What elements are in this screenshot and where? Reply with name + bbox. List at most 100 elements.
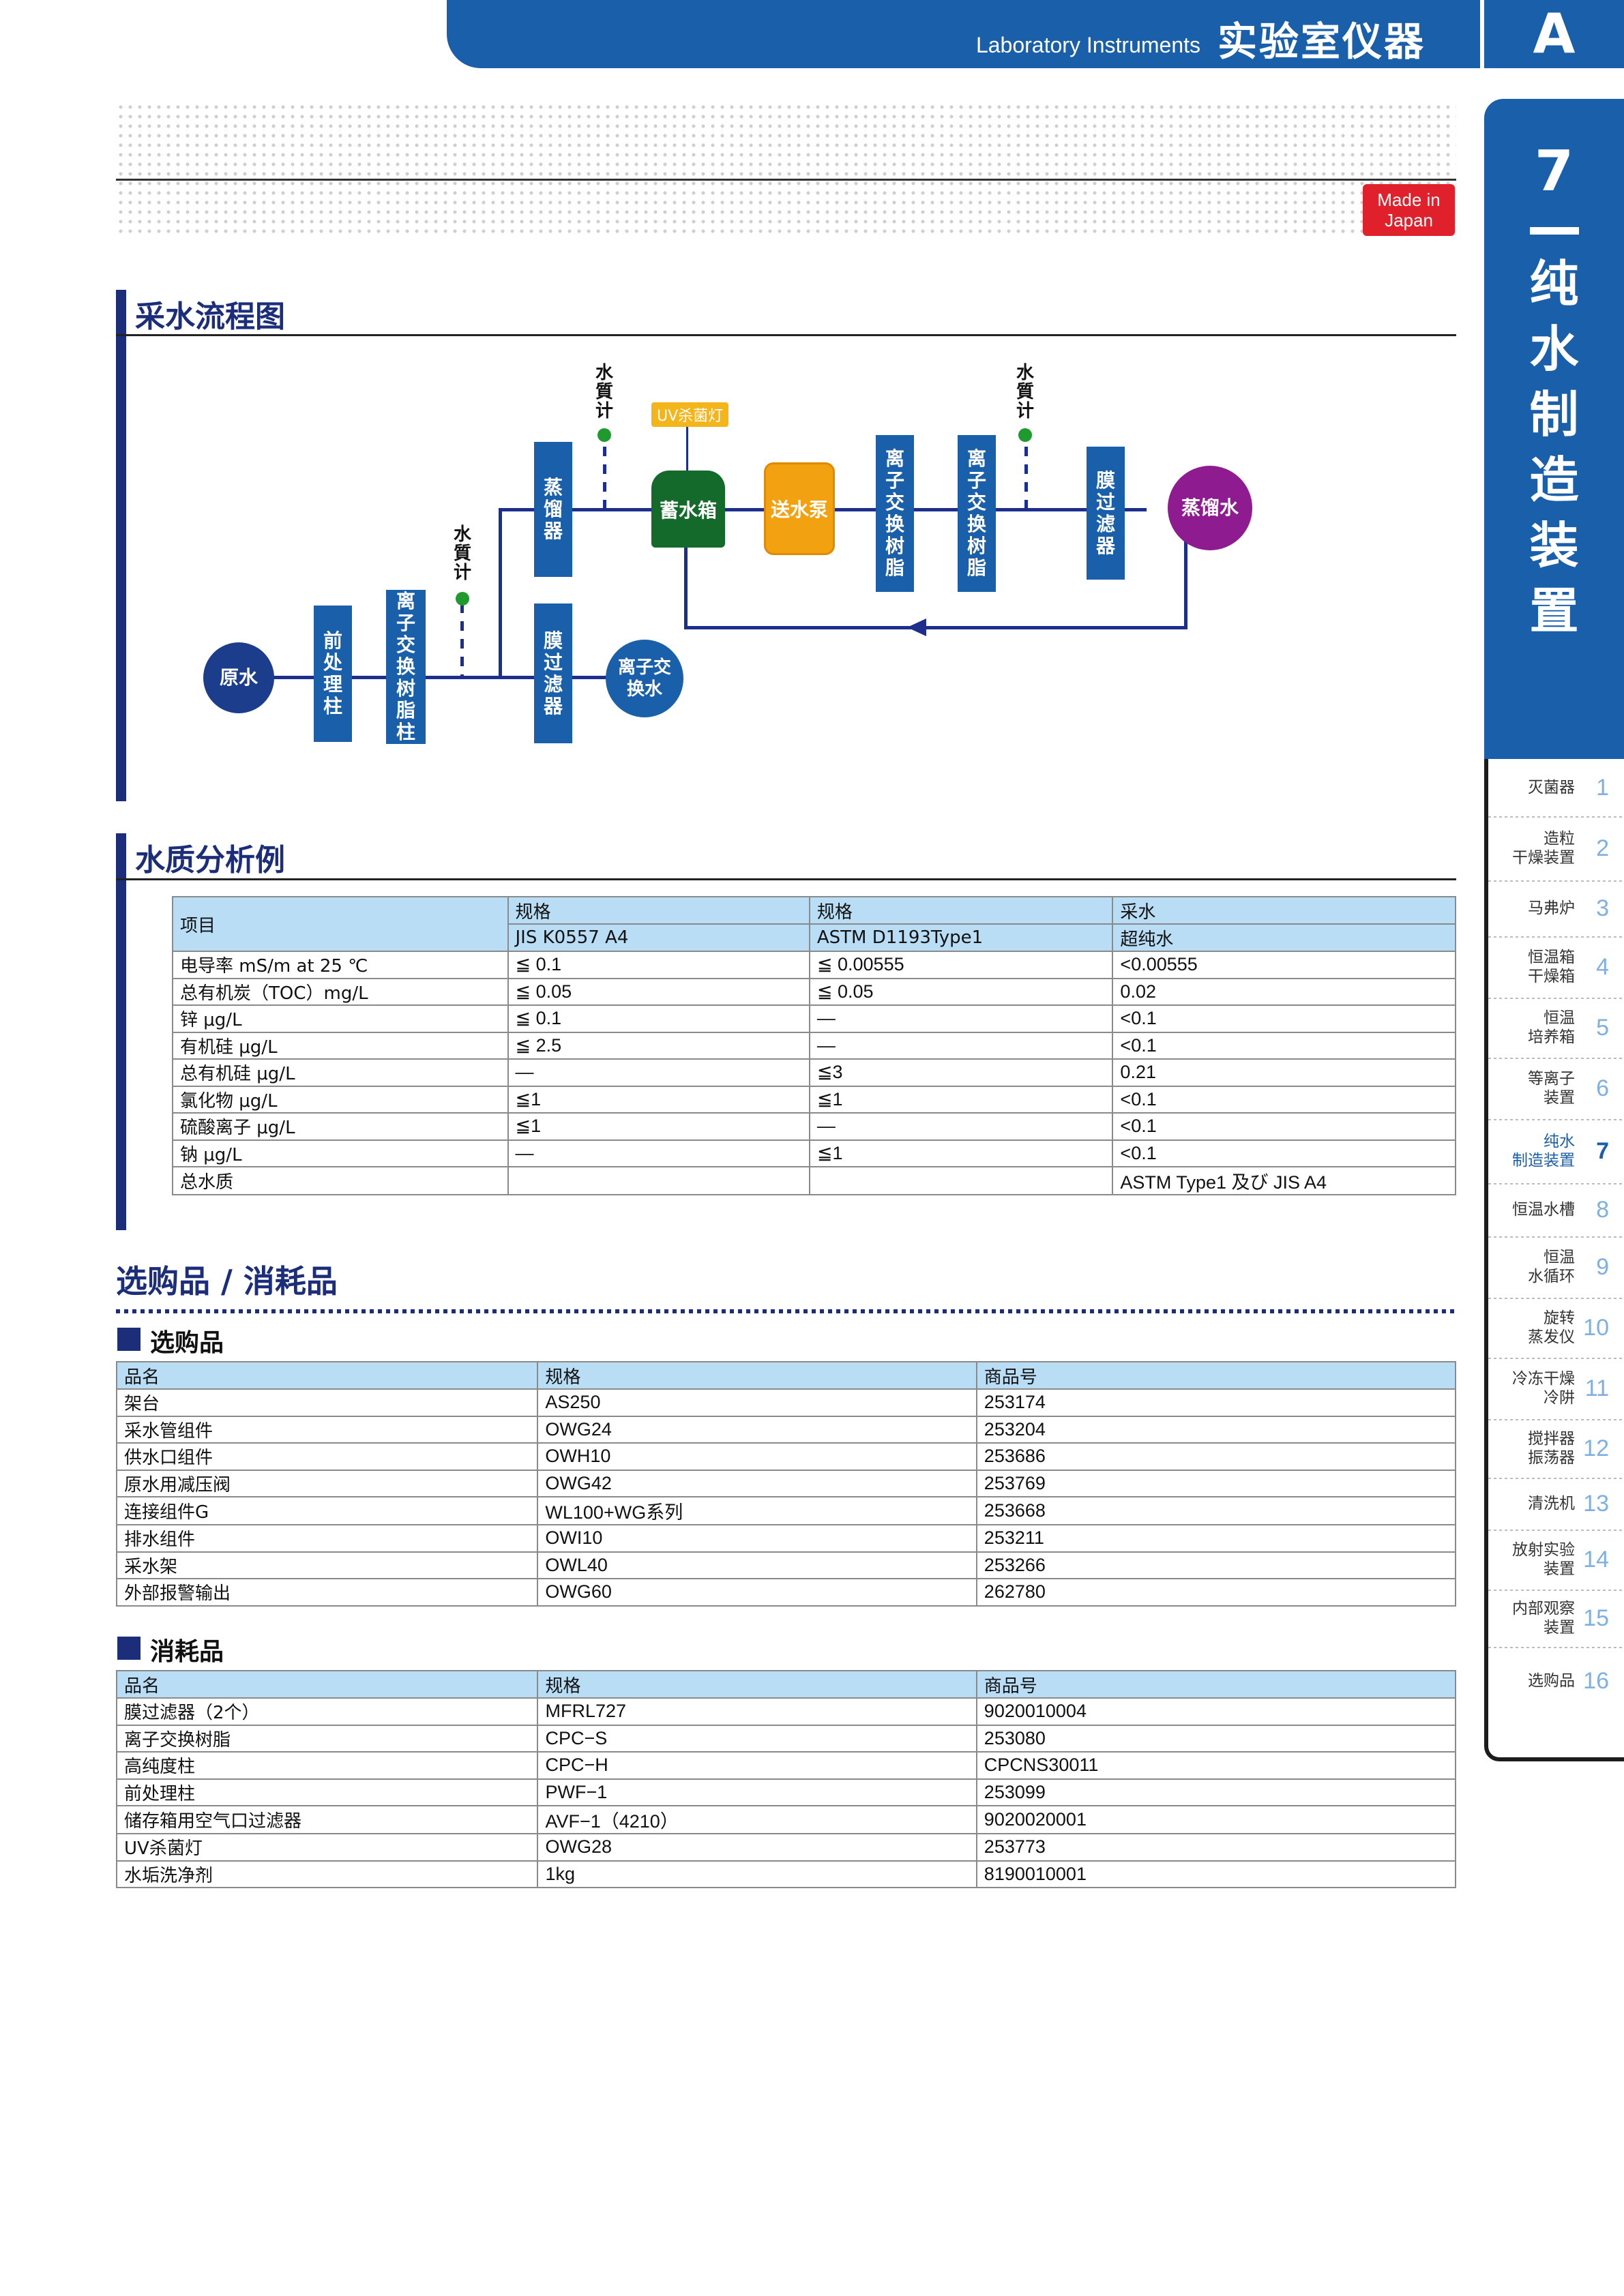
side-nav-number: 11 bbox=[1584, 1375, 1609, 1401]
square-icon bbox=[117, 1328, 141, 1351]
table-cell: 9020010004 bbox=[975, 1697, 1457, 1726]
side-nav-number: 10 bbox=[1583, 1314, 1609, 1341]
water-flow-diagram: 原水 前处理柱 离子交换树脂柱 水質计 膜过滤器 离子交换水 蒸馏器 水質计 U… bbox=[130, 341, 1456, 791]
side-nav-label: 恒温 培养箱 bbox=[1528, 1009, 1575, 1046]
table-cell: 253769 bbox=[975, 1469, 1457, 1497]
table-cell: — bbox=[808, 1112, 1114, 1141]
side-nav-number: 4 bbox=[1596, 953, 1609, 980]
section-bar bbox=[116, 290, 126, 801]
th-sample: 采水 bbox=[1112, 896, 1456, 925]
flow-line bbox=[499, 508, 502, 679]
table-cell: 储存箱用空气口过滤器 bbox=[115, 1805, 539, 1834]
side-nav-label: 造粒 干燥装置 bbox=[1512, 830, 1575, 867]
flow-line bbox=[239, 676, 675, 679]
table-cell: 总有机炭（TOC）mg/L bbox=[172, 977, 509, 1006]
side-nav-number: 2 bbox=[1596, 835, 1609, 861]
square-icon bbox=[117, 1637, 141, 1660]
table-cell: 前处理柱 bbox=[115, 1778, 539, 1806]
side-nav-separator bbox=[1488, 998, 1624, 999]
table-cell: 钠 μg/L bbox=[172, 1139, 509, 1167]
table-cell: — bbox=[507, 1058, 810, 1087]
side-nav-separator bbox=[1488, 1058, 1624, 1059]
side-nav-item[interactable]: 造粒 干燥装置 2 bbox=[1488, 816, 1624, 880]
side-nav-item[interactable]: 恒温水槽 8 bbox=[1488, 1183, 1624, 1236]
side-nav-number: 5 bbox=[1596, 1014, 1609, 1041]
table-cell: 253266 bbox=[975, 1551, 1457, 1579]
table-cell: 外部报警输出 bbox=[115, 1578, 539, 1607]
return-arrow-icon bbox=[907, 618, 926, 636]
side-nav-number: 6 bbox=[1596, 1075, 1609, 1101]
table-row: 电导率 mS/m at 25 ℃≦ 0.1≦ 0.00555<0.00555 bbox=[172, 951, 1456, 979]
table-cell: <0.1 bbox=[1112, 1031, 1456, 1060]
side-nav-label: 恒温水槽 bbox=[1512, 1201, 1575, 1219]
membrane-filter-2: 膜过滤器 bbox=[1087, 447, 1125, 580]
table-cell: OWH10 bbox=[537, 1442, 977, 1471]
table-cell: 253204 bbox=[975, 1415, 1457, 1444]
side-nav-label: 放射实验 装置 bbox=[1512, 1541, 1575, 1578]
quality-table: 项目 规格 规格 采水 JIS K0557 A4 ASTM D1193Type1… bbox=[172, 896, 1456, 1195]
table-cell: 253686 bbox=[975, 1442, 1457, 1471]
table-cell: — bbox=[808, 1031, 1114, 1060]
side-nav-separator bbox=[1488, 1419, 1624, 1420]
uv-lamp-label: UV杀菌灯 bbox=[651, 402, 729, 427]
table-cell: CPC−H bbox=[537, 1751, 977, 1780]
table-cell: ≦ 0.1 bbox=[507, 951, 810, 979]
side-nav-separator bbox=[1488, 1530, 1624, 1531]
consumables-title: 消耗品 bbox=[150, 1638, 224, 1666]
side-nav-label: 纯水 制造装置 bbox=[1512, 1133, 1575, 1169]
side-nav-item[interactable]: 放射实验 装置 14 bbox=[1488, 1530, 1624, 1590]
side-nav-label: 选购品 bbox=[1528, 1672, 1575, 1690]
table-cell: 0.21 bbox=[1112, 1058, 1456, 1087]
table-cell: UV杀菌灯 bbox=[115, 1833, 539, 1862]
side-nav-number: 8 bbox=[1596, 1196, 1609, 1223]
table-cell: 连接组件G bbox=[115, 1496, 539, 1525]
table-cell bbox=[808, 1166, 1114, 1195]
table-cell: 253668 bbox=[975, 1496, 1457, 1525]
flow-title: 采水流程图 bbox=[135, 299, 285, 334]
table-cell: ≦1 bbox=[808, 1085, 1114, 1114]
side-nav-number: 12 bbox=[1583, 1435, 1609, 1461]
side-nav-label: 内部观察 装置 bbox=[1512, 1600, 1575, 1637]
section-bar bbox=[116, 833, 126, 1230]
table-header-row: 品名规格商品号 bbox=[115, 1670, 1457, 1699]
membrane-filter-label: 膜过滤器 bbox=[1095, 468, 1115, 557]
table-cell: 253080 bbox=[975, 1724, 1457, 1753]
dot-pattern bbox=[116, 102, 1456, 239]
made-in-japan-badge: Made in Japan bbox=[1363, 184, 1455, 236]
side-nav-number: 13 bbox=[1583, 1490, 1609, 1517]
side-nav-number: 14 bbox=[1583, 1546, 1609, 1572]
table-cell: 253174 bbox=[975, 1388, 1457, 1417]
ion-resin-1: 离子交换树脂 bbox=[876, 435, 914, 592]
side-nav-item[interactable]: 恒温 培养箱 5 bbox=[1488, 998, 1624, 1058]
table-cell: ≦ 0.05 bbox=[808, 977, 1114, 1006]
section-line bbox=[116, 878, 1456, 880]
table-cell: OWG60 bbox=[537, 1578, 977, 1607]
table-cell: OWG42 bbox=[537, 1469, 977, 1497]
table-row: 钠 μg/L—≦1<0.1 bbox=[172, 1139, 1456, 1167]
pretreat-label: 前处理柱 bbox=[323, 629, 342, 717]
table-cell: 总水质 bbox=[172, 1166, 509, 1195]
membrane-filter-1: 膜过滤器 bbox=[534, 603, 572, 743]
side-nav-label: 恒温 水循环 bbox=[1528, 1249, 1575, 1285]
